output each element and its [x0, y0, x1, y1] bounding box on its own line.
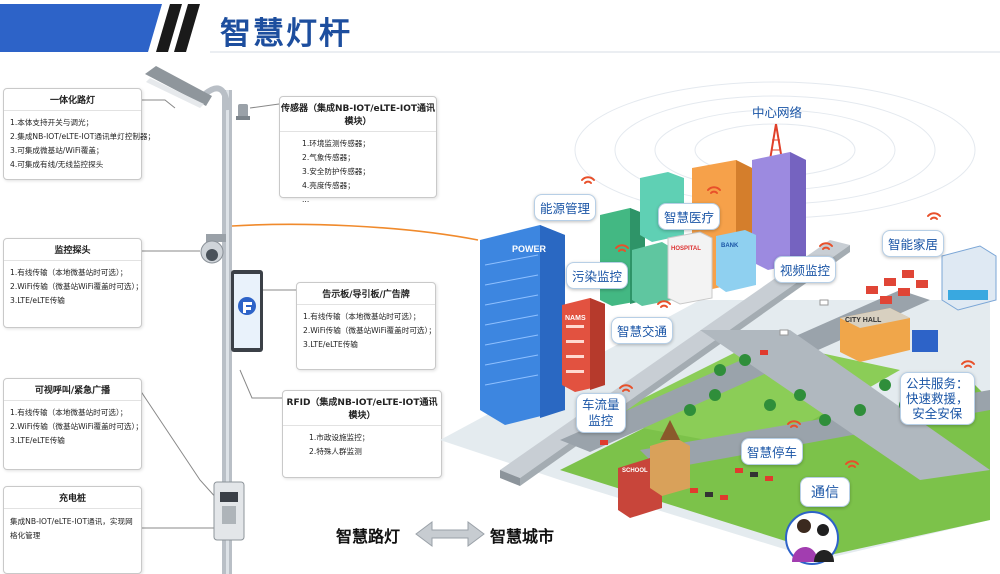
bubble-line: 监控 — [588, 413, 614, 428]
card-item: 1.有线传输（本地微基站时可选）； — [10, 408, 128, 417]
wifi-signal-icons — [581, 176, 975, 468]
wifi-icon — [961, 360, 975, 368]
person-on-phone-icon — [785, 511, 839, 565]
wifi-icon — [845, 460, 859, 468]
card-item: 1.本体支持开关与调光； — [10, 118, 94, 127]
card-item: 2.特殊人群监测 — [309, 447, 362, 456]
sign-bank: BANK — [721, 243, 739, 249]
wifi-icon — [927, 212, 941, 220]
card-rfid: RFID（集成NB-IOT/eLTE-IOT通讯模块） 1.市政设施监控； 2.… — [282, 390, 442, 478]
card-item: 1.有线传输（本地微基站时可选）； — [10, 268, 128, 277]
card-item: 3.LTE/eLTE传输 — [10, 296, 65, 305]
sign-nams: NAMS — [565, 315, 586, 322]
bubble-public-service: 公共服务： 快速救援， 安全安保 — [900, 372, 975, 425]
bubble-energy-management: 能源管理 — [534, 194, 597, 221]
sign-school: SCHOOL — [622, 468, 648, 474]
card-item: 3.可集成微基站/WiFi覆盖； — [10, 146, 104, 155]
building-school: SCHOOL — [618, 420, 690, 518]
building-power: POWER — [480, 225, 565, 425]
bubble-traffic-flow: 车流量 监控 — [576, 393, 626, 433]
caption-smart-city: 智慧城市 — [490, 527, 555, 546]
card-item: 2.WiFi传输（微基站WiFi覆盖时可选）； — [303, 326, 436, 335]
bubble-smart-parking: 智慧停车 — [741, 438, 804, 465]
sign-power: POWER — [512, 244, 547, 254]
building-stadium — [941, 245, 997, 311]
network-label: 中心网络 — [752, 105, 803, 120]
card-title: 可视呼叫/紧急广播 — [4, 379, 141, 401]
page-title: 智慧灯杆 — [220, 16, 352, 52]
building-bank: BANK — [716, 230, 756, 292]
card-billboard: 告示板/导引板/广告牌 1.有线传输（本地微基站时可选）； 2.WiFi传输（微… — [296, 282, 436, 370]
card-title: RFID（集成NB-IOT/eLTE-IOT通讯模块） — [283, 391, 441, 426]
card-item: 2.WiFi传输（微基站WiFi覆盖时可选）； — [10, 422, 143, 431]
wifi-icon — [615, 244, 629, 252]
wifi-icon — [619, 384, 633, 392]
card-item: 2.WiFi传输（微基站WiFi覆盖时可选）； — [10, 282, 143, 291]
bubble-video-surveillance: 视频监控 — [774, 256, 837, 283]
card-item: 4.可集成有线/无线监控探头 — [10, 160, 104, 169]
bubble-line: 公共服务： — [906, 376, 969, 391]
card-item: 4.亮度传感器； — [302, 181, 355, 190]
wifi-icon — [819, 242, 833, 250]
houses-group — [866, 270, 928, 304]
card-sensor: 传感器（集成NB-IOT/eLTE-IOT通讯模块） 1.环境监测传感器； 2.… — [279, 96, 437, 204]
card-title: 一体化路灯 — [4, 89, 141, 111]
card-visual-call-broadcast: 可视呼叫/紧急广播 1.有线传输（本地微基站时可选）； 2.WiFi传输（微基站… — [3, 378, 143, 470]
sign-city-hall: CITY HALL — [845, 317, 882, 324]
building-purple — [752, 152, 806, 270]
header-bar: 智慧灯杆 — [0, 0, 1000, 58]
card-title: 告示板/导引板/广告牌 — [297, 283, 435, 305]
card-title: 传感器（集成NB-IOT/eLTE-IOT通讯模块） — [280, 97, 436, 132]
card-item: 2.集成NB-IOT/eLTE-IOT通讯单灯控制器； — [10, 132, 156, 141]
card-title: 监控探头 — [4, 239, 141, 261]
wifi-icon — [581, 176, 595, 184]
wifi-icon — [707, 186, 721, 194]
bubble-smart-transport: 智慧交通 — [611, 317, 674, 344]
header-banner — [0, 4, 1000, 53]
building-hospital: HOSPITAL — [667, 231, 713, 305]
card-title: 充电桩 — [4, 487, 141, 509]
card-integrated-streetlight: 一体化路灯 1.本体支持开关与调光； 2.集成NB-IOT/eLTE-IOT通讯… — [3, 88, 156, 180]
bubble-line: 快速救援， — [906, 391, 969, 406]
bubble-line: 车流量 — [582, 397, 620, 412]
bubble-pollution-monitoring: 污染监控 — [566, 262, 629, 289]
double-arrow-icon — [415, 521, 485, 547]
bubble-smart-home: 智能家居 — [882, 230, 945, 257]
building-nams: NAMS — [562, 298, 605, 392]
wifi-icon — [657, 300, 671, 308]
wifi-icon — [787, 420, 801, 428]
building-city-hall: CITY HALL — [840, 308, 910, 362]
cars-group — [600, 299, 829, 500]
caption-smart-streetlight: 智慧路灯 — [336, 527, 401, 546]
bubble-line: 安全安保 — [912, 406, 963, 421]
card-surveillance-camera: 监控探头 1.有线传输（本地微基站时可选）； 2.WiFi传输（微基站WiFi覆… — [3, 238, 143, 328]
bubble-smart-medical: 智慧医疗 — [658, 203, 721, 230]
bubble-communication: 通信 — [800, 477, 850, 507]
card-item: 1.有线传输（本地微基站时可选）； — [303, 312, 421, 321]
card-item: 1.市政设施监控； — [309, 433, 370, 442]
card-text: 集成NB-IOT/eLTE-IOT通讯，实现网格化管理 — [10, 517, 133, 540]
card-item: 3.LTE/eLTE传输 — [10, 436, 65, 445]
card-item: 3.安全防护传感器； — [302, 167, 370, 176]
card-item: ... — [302, 195, 310, 204]
sign-hospital: HOSPITAL — [671, 246, 701, 252]
card-item: 3.LTE/eLTE传输 — [303, 340, 358, 349]
card-item: 2.气象传感器； — [302, 153, 355, 162]
card-charging-pile: 充电桩 集成NB-IOT/eLTE-IOT通讯，实现网格化管理 — [3, 486, 142, 574]
card-item: 1.环境监测传感器； — [302, 139, 370, 148]
